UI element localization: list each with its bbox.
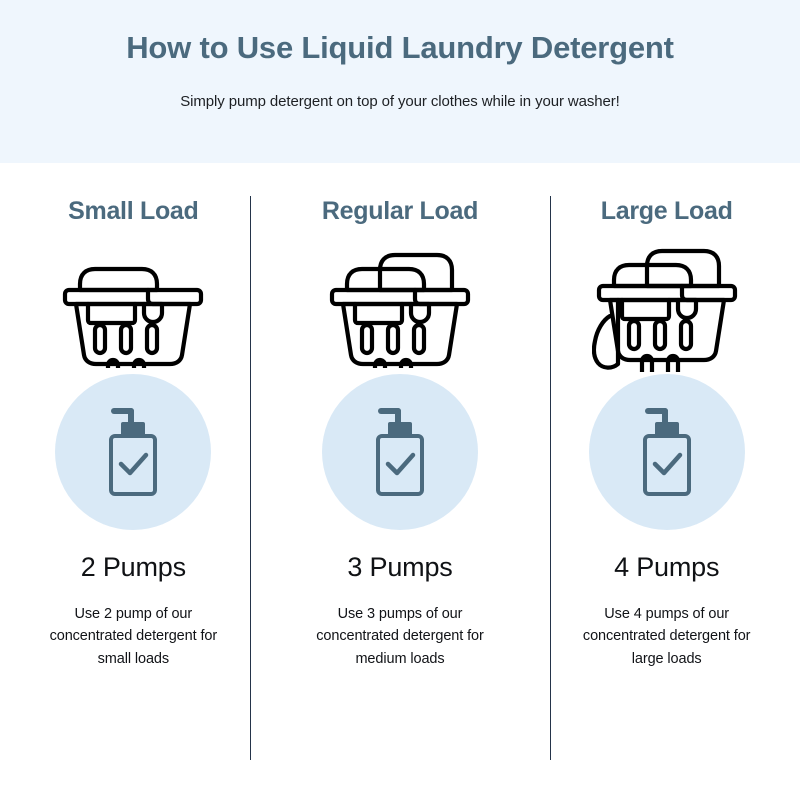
basket-icon-wrap-regular — [325, 242, 475, 368]
pump-bottle-circle-small — [55, 374, 212, 530]
column-title-small-load: Small Load — [68, 197, 199, 225]
pump-bottle-circle-large — [588, 374, 745, 530]
detergent-pump-bottle-icon — [376, 408, 424, 496]
load-columns: Small Load — [0, 163, 800, 800]
pumps-count-small-load: 2 Pumps — [80, 552, 186, 582]
column-divider-2 — [550, 196, 552, 760]
pumps-count-large-load: 4 Pumps — [614, 552, 720, 582]
laundry-basket-small-icon — [63, 266, 204, 368]
description-small-load: Use 2 pump of our concentrated detergent… — [49, 606, 218, 667]
column-small-load: Small Load — [0, 163, 267, 800]
page-title: How to Use Liquid Laundry Detergent — [126, 30, 674, 65]
column-regular-load: Regular Load — [267, 163, 534, 800]
description-regular-load: Use 3 pumps of our concentrated detergen… — [316, 606, 484, 667]
detergent-pump-bottle-icon — [642, 408, 691, 496]
laundry-basket-large-icon — [591, 248, 737, 372]
column-large-load: Large Load — [533, 163, 800, 800]
pump-bottle-circle-regular — [322, 374, 478, 530]
description-large-load: Use 4 pumps of our concentrated detergen… — [582, 606, 751, 667]
header-band: How to Use Liquid Laundry Detergent Simp… — [0, 0, 800, 163]
detergent-pump-bottle-icon — [109, 408, 158, 496]
column-title-regular-load: Regular Load — [321, 197, 479, 225]
page-subtitle: Simply pump detergent on top of your clo… — [180, 92, 620, 110]
column-divider-1 — [250, 196, 252, 760]
column-title-large-load: Large Load — [600, 197, 733, 225]
basket-icon-wrap-large — [591, 242, 742, 372]
pumps-count-regular-load: 3 Pumps — [347, 552, 453, 582]
laundry-basket-regular-icon — [329, 252, 471, 368]
basket-icon-wrap-small — [58, 242, 208, 368]
